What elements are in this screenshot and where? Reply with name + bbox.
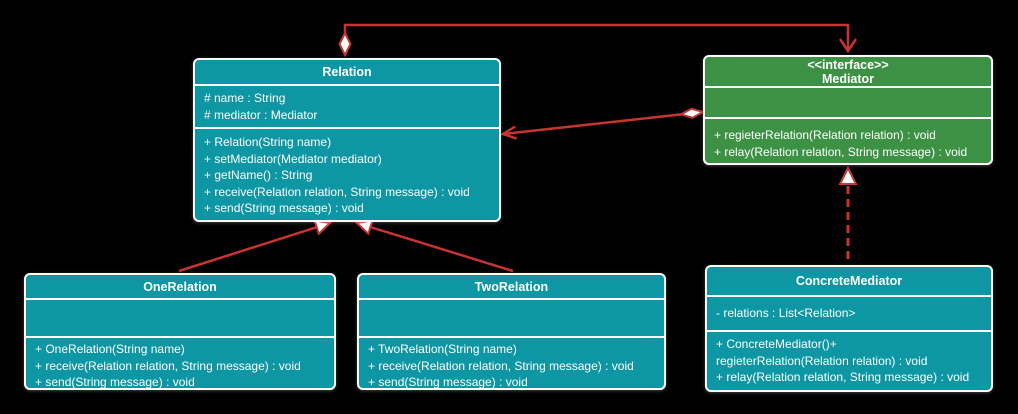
method-line: + receive(Relation relation, String mess… xyxy=(35,358,301,373)
method-line: + receive(Relation relation, String mess… xyxy=(204,184,470,199)
class-relation[interactable]: Relation # name : String # mediator : Me… xyxy=(193,58,501,222)
method-line: + ConcreteMediator()+ xyxy=(716,337,837,351)
class-onerelation-attributes xyxy=(26,298,334,336)
generalization-tworelation-to-relation-connector xyxy=(354,219,514,273)
realization-concretemediator-to-mediator-connector xyxy=(838,165,858,264)
method-line: regieterRelation(Relation relation) : vo… xyxy=(716,353,928,368)
method-line: + send(String message) : void xyxy=(204,201,364,215)
aggregation-mediator-to-relation-connector xyxy=(500,107,706,140)
interface-mediator-attributes xyxy=(705,86,991,117)
class-tworelation-methods: + TwoRelation(String name) + receive(Rel… xyxy=(359,336,664,391)
method-line: + regieterRelation(Relation relation) : … xyxy=(714,128,936,142)
realization-triangle-icon xyxy=(838,165,858,185)
method-line: + relay(Relation relation, String messag… xyxy=(714,144,968,159)
class-relation-title: Relation xyxy=(322,65,372,79)
method-line: + receive(Relation relation, String mess… xyxy=(368,358,634,373)
attribute-line: # mediator : Mediator xyxy=(204,107,318,122)
class-onerelation-methods: + OneRelation(String name) + receive(Rel… xyxy=(26,336,334,391)
class-tworelation-title: TwoRelation xyxy=(474,279,549,294)
method-line: + TwoRelation(String name) xyxy=(368,342,517,356)
aggregation-diamond-icon xyxy=(678,107,706,119)
method-line: + Relation(String name) xyxy=(204,135,332,149)
stereotype-label: <<interface>> xyxy=(807,57,889,72)
aggregation-diamond-icon xyxy=(338,30,352,58)
class-concretemediator-methods: + ConcreteMediator()+ regieterRelation(R… xyxy=(707,330,991,390)
class-concretemediator-title: ConcreteMediator xyxy=(795,274,903,288)
method-line: + relay(Relation relation, String messag… xyxy=(716,370,970,384)
interface-mediator-methods: + regieterRelation(Relation relation) : … xyxy=(705,117,991,163)
method-line: + send(String message) : void xyxy=(35,375,195,389)
class-tworelation-attributes xyxy=(359,298,664,336)
method-line: + getName() : String xyxy=(204,168,313,182)
generalization-triangle-icon xyxy=(354,219,374,236)
class-onerelation-title: OneRelation xyxy=(143,279,217,294)
attribute-line: # name : String xyxy=(204,91,286,105)
interface-mediator-title: <<interface>> Mediator xyxy=(705,57,991,86)
class-concretemediator[interactable]: ConcreteMediator - relations : List<Rela… xyxy=(705,265,993,392)
interface-mediator[interactable]: <<interface>> Mediator + regieterRelatio… xyxy=(703,55,993,165)
aggregation-relation-to-mediator-connector xyxy=(338,23,858,58)
attribute-line: - relations : List<Relation> xyxy=(716,306,856,321)
class-relation-methods: + Relation(String name) + setMediator(Me… xyxy=(195,127,499,220)
class-onerelation[interactable]: OneRelation + OneRelation(String name) +… xyxy=(24,273,336,390)
class-relation-attributes: # name : String # mediator : Mediator xyxy=(195,84,499,127)
interface-name: Mediator xyxy=(821,71,875,86)
method-line: + send(String message) : void xyxy=(368,375,528,389)
class-concretemediator-attributes: - relations : List<Relation> xyxy=(707,295,991,330)
generalization-triangle-icon xyxy=(313,219,333,236)
class-tworelation[interactable]: TwoRelation + TwoRelation(String name) +… xyxy=(357,273,666,390)
generalization-onerelation-to-relation-connector xyxy=(178,219,333,273)
method-line: + OneRelation(String name) xyxy=(35,342,185,356)
method-line: + setMediator(Mediator mediator) xyxy=(204,151,382,166)
